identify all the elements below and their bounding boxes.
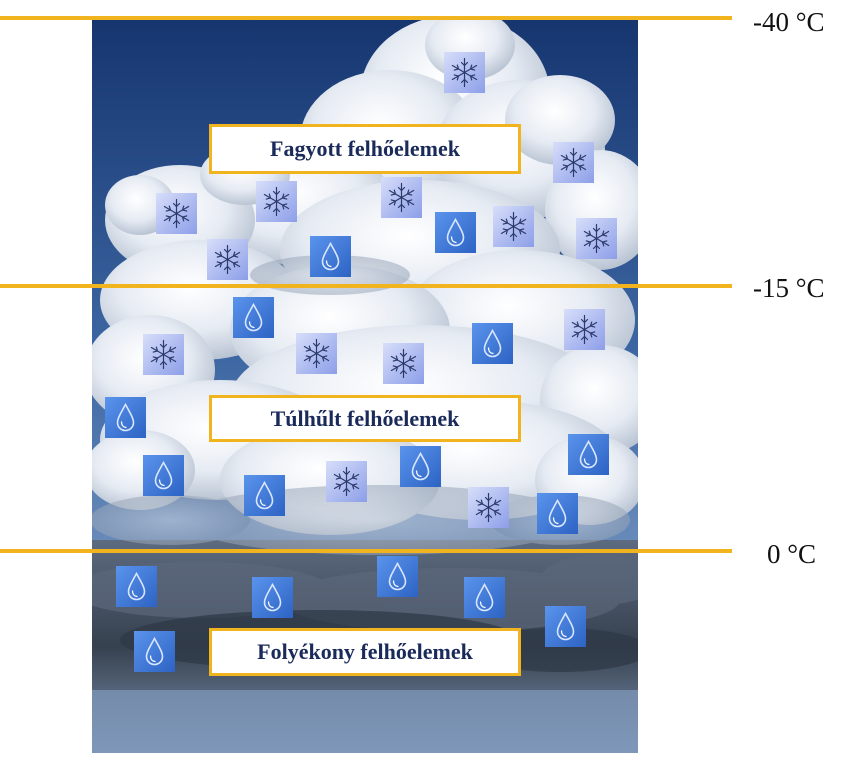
snowflake-icon [326,461,367,502]
water-droplets [105,212,609,672]
water-drop-icon [134,631,175,672]
water-drop-icon [537,493,578,534]
zone-label-supercooled: Túlhűlt felhőelemek [209,395,521,442]
temp-label-zero: 0 °C [767,539,817,569]
water-drop-icon [233,297,274,338]
zone-label-frozen: Fagyott felhőelemek [209,124,521,174]
snowflake-icon [468,487,509,528]
snowflake-icon [156,193,197,234]
water-drop-icon [400,446,441,487]
snowflake-icon [381,177,422,218]
snowflake-icon [143,334,184,375]
temp-label-minus-15: -15 °C [753,273,825,303]
water-drop-icon [472,323,513,364]
snowflake-icon [207,239,248,280]
snowflake-icon [576,218,617,259]
water-drop-icon [568,434,609,475]
water-drop-icon [105,397,146,438]
water-drop-icon [244,475,285,516]
snowflake-icon [564,309,605,350]
water-drop-icon [377,556,418,597]
water-drop-icon [116,566,157,607]
water-drop-icon [545,606,586,647]
snowflake-icon [493,206,534,247]
zone-label-liquid: Folyékony felhőelemek [209,628,521,676]
ice-crystals [143,52,617,528]
snowflake-icon [256,181,297,222]
water-drop-icon [435,212,476,253]
water-drop-icon [310,236,351,277]
snowflake-icon [296,333,337,374]
temp-label-minus-40: -40 °C [753,7,825,37]
water-drop-icon [464,577,505,618]
water-drop-icon [143,455,184,496]
snowflake-icon [383,343,424,384]
snowflake-icon [444,52,485,93]
snowflake-icon [553,142,594,183]
water-drop-icon [252,577,293,618]
